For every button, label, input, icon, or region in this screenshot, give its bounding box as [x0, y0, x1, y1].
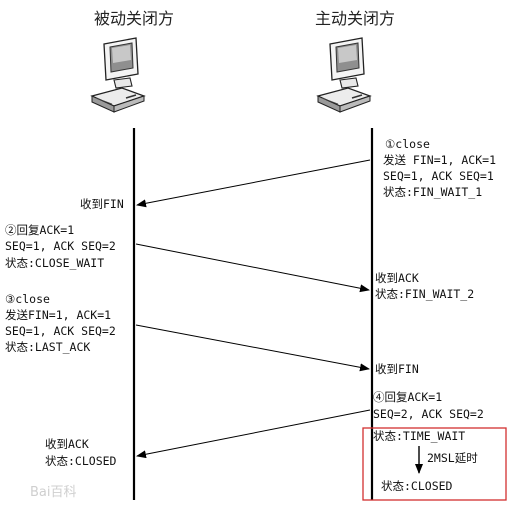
- ack-arrow-2: [135, 243, 370, 293]
- step3-line: ③close: [5, 292, 50, 306]
- computer-icon: [90, 37, 146, 113]
- received-ack-label: 收到ACK 状态:FIN_WAIT_2: [375, 271, 474, 301]
- step1-label: ①close 发送 FIN=1, ACK=1 SEQ=1, ACK SEQ=1 …: [383, 137, 496, 199]
- step1-line: ①close: [385, 137, 430, 151]
- delay-label: 2MSL延时: [427, 451, 478, 465]
- received-ack-line: 状态:FIN_WAIT_2: [375, 287, 474, 301]
- step2-line: ②回复ACK=1: [5, 223, 74, 237]
- step3-line: 状态:LAST_ACK: [5, 340, 90, 354]
- step3-line: 发送FIN=1, ACK=1: [5, 308, 111, 322]
- fin-arrow-3: [135, 324, 370, 372]
- step1-line: 发送 FIN=1, ACK=1: [383, 153, 496, 167]
- received-ack-closed-label: 收到ACK 状态:CLOSED: [45, 437, 117, 468]
- watermark: Bai百科: [30, 485, 77, 500]
- active-closer-header: 主动关闭方: [315, 9, 395, 28]
- step4-line: ④回复ACK=1: [373, 390, 442, 404]
- step2-line: 状态:CLOSE_WAIT: [5, 256, 104, 270]
- received-fin-label: 收到FIN: [375, 362, 419, 376]
- step2-label: ②回复ACK=1 SEQ=1, ACK SEQ=2 状态:CLOSE_WAIT: [5, 223, 116, 270]
- time-wait-highlight-box: [362, 427, 507, 501]
- received-fin-label: 收到FIN: [80, 197, 124, 211]
- step4-line: SEQ=2, ACK SEQ=2: [373, 407, 484, 421]
- step1-line: SEQ=1, ACK SEQ=1: [383, 169, 494, 183]
- received-ack-line: 收到ACK: [375, 271, 419, 285]
- closed-state: 状态:CLOSED: [381, 479, 453, 493]
- step3-label: ③close 发送FIN=1, ACK=1 SEQ=1, ACK SEQ=2 状…: [5, 292, 116, 354]
- step1-line: 状态:FIN_WAIT_1: [383, 185, 482, 199]
- step2-line: SEQ=1, ACK SEQ=2: [5, 239, 116, 253]
- passive-closer-header: 被动关闭方: [94, 9, 174, 28]
- step3-line: SEQ=1, ACK SEQ=2: [5, 324, 116, 338]
- fin-arrow-1: [136, 159, 371, 208]
- computer-icon: [316, 37, 372, 113]
- ack-arrow-4: [136, 409, 371, 459]
- time-wait-state: 状态:TIME_WAIT: [373, 429, 465, 443]
- received-ack-line: 状态:CLOSED: [45, 454, 117, 468]
- step4-label: ④回复ACK=1 SEQ=2, ACK SEQ=2: [373, 390, 484, 421]
- received-ack-line: 收到ACK: [45, 437, 89, 451]
